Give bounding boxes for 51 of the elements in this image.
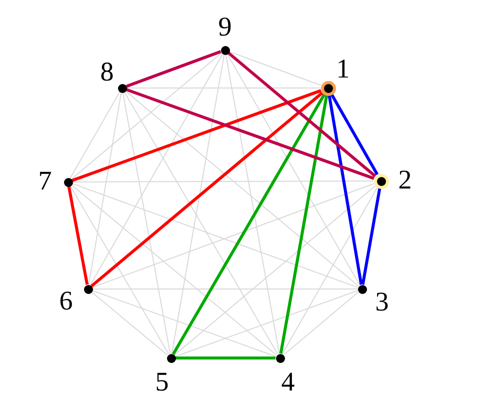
ringed-vertex-dot (320, 80, 336, 96)
edge-line (124, 91, 278, 355)
vertex-dot (358, 284, 366, 294)
highlight-line (72, 89, 322, 182)
vertex-label: 8 (100, 58, 114, 86)
vertex-label: 4 (281, 368, 295, 396)
vertex-label: 1 (336, 56, 350, 82)
highlight-line (126, 88, 374, 180)
edge-line (90, 53, 224, 286)
vertex-dot (220, 46, 230, 54)
highlight-line (227, 52, 376, 178)
highlight-line (279, 95, 328, 354)
vertex-dot (166, 354, 176, 362)
edge-line (92, 290, 276, 357)
edge-line (228, 51, 322, 86)
edge-line (174, 185, 376, 356)
highlight-line (126, 50, 222, 88)
edge-line (72, 180, 374, 182)
highlight-line (328, 95, 363, 285)
highlight-line (67, 186, 89, 285)
edge-line (174, 290, 358, 357)
vertex-dot (276, 354, 284, 362)
vertex-label: 5 (155, 368, 169, 396)
vertex-label: 9 (218, 14, 232, 40)
vertex-label: 2 (398, 166, 412, 194)
edge-line (70, 184, 278, 356)
edge-line (122, 92, 171, 354)
edge-line (70, 91, 120, 179)
edge-line (124, 90, 360, 287)
edge-line (225, 54, 280, 354)
highlight-line (176, 356, 276, 360)
vertex-label: 3 (375, 288, 389, 316)
edge-line (70, 185, 170, 355)
highlight-line (172, 94, 326, 355)
edge-line (70, 52, 222, 180)
edge-line (90, 291, 168, 356)
vertex-dot (64, 178, 72, 186)
edge-line (92, 288, 358, 290)
edge-line (282, 187, 378, 355)
edge-line (171, 54, 225, 354)
vertex-label: 7 (38, 168, 52, 194)
vertex-label: 6 (59, 288, 73, 314)
vertex-dot (84, 284, 92, 294)
edge-line (282, 291, 360, 356)
edge-line (88, 92, 122, 286)
vertex-dot (118, 84, 126, 92)
highlight-line (330, 94, 379, 176)
edge-line (226, 53, 360, 286)
highlight-line (361, 188, 382, 285)
ringed-vertex-dot (374, 174, 388, 188)
highlight-line (90, 92, 324, 288)
